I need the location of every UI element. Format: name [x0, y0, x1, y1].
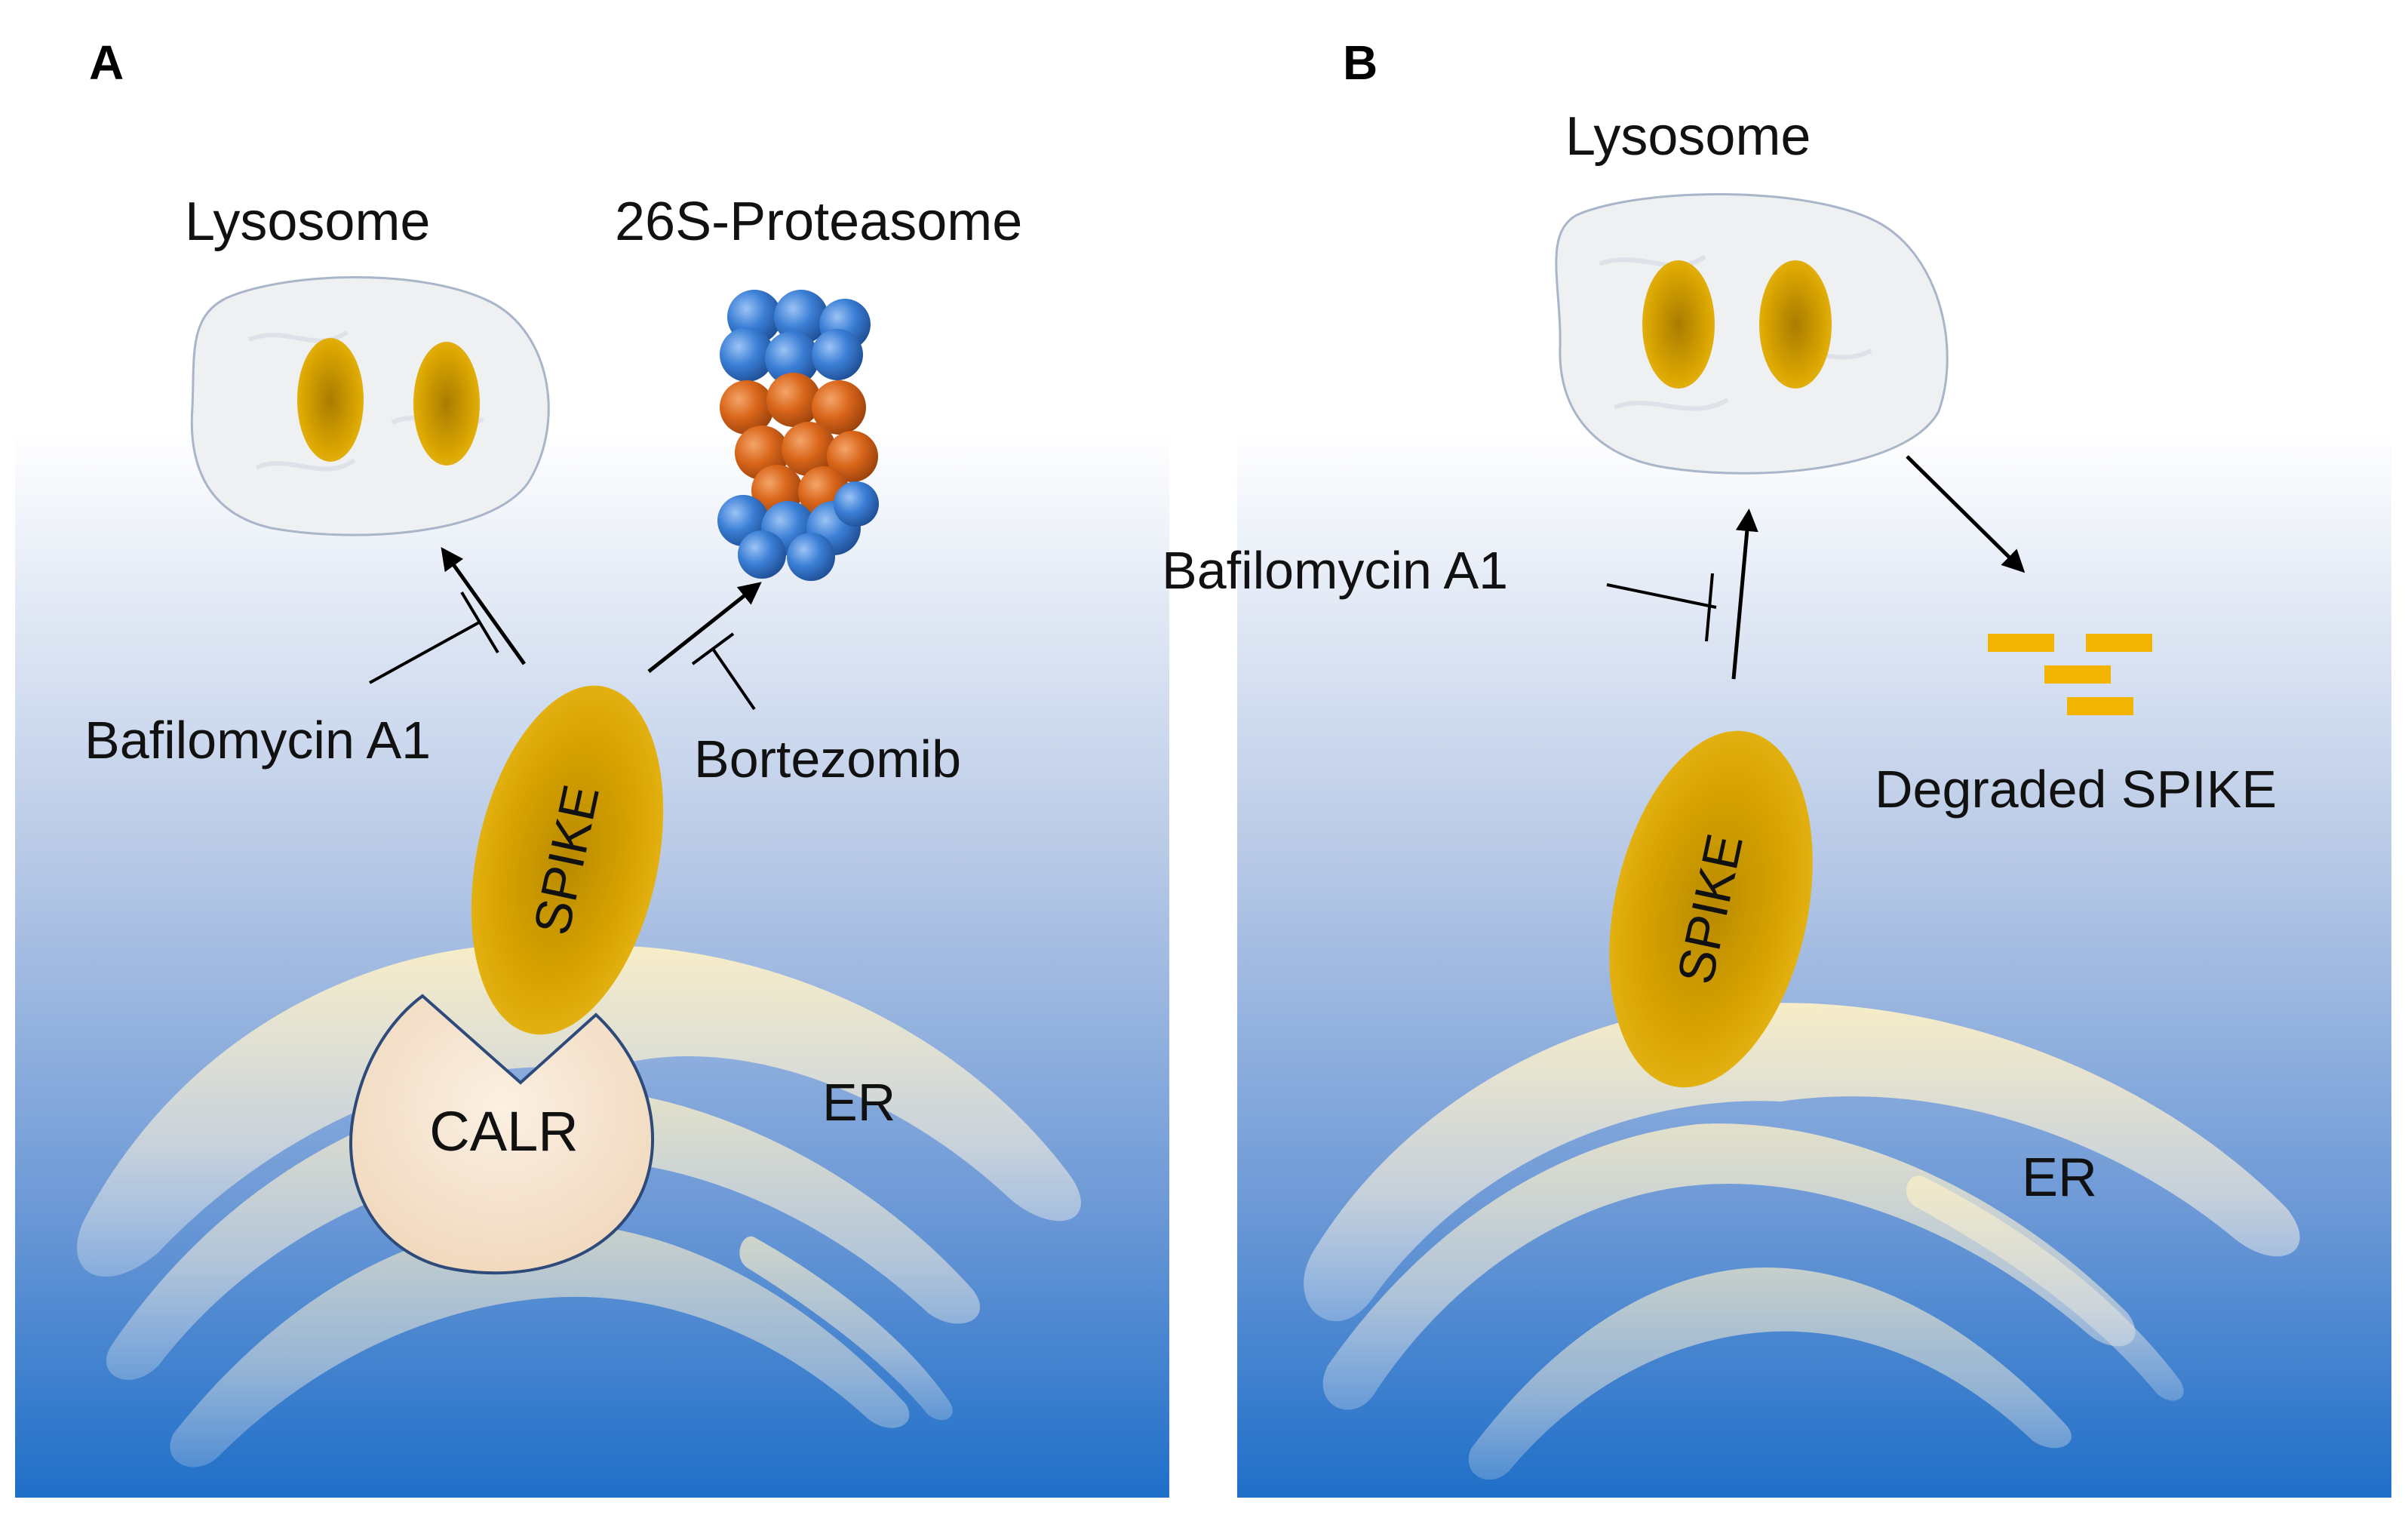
- panel-letter-a: A: [89, 35, 124, 90]
- calr-a: CALR: [349, 994, 654, 1275]
- er-label-b: ER: [2022, 1148, 2097, 1208]
- lysosome-b: Lysosome: [1555, 106, 1949, 475]
- er-label-a: ER: [822, 1073, 895, 1132]
- degraded-label-b: Degraded SPIKE: [1875, 760, 2277, 819]
- arrow-spike-to-proteasome-a: [647, 582, 762, 673]
- fragment-2: [2086, 634, 2152, 652]
- lysosome-a: Lysosome: [185, 192, 550, 536]
- proteasome-a: 26S-Proteasome: [615, 192, 1022, 581]
- spike-a: SPIKE: [471, 685, 664, 1035]
- bafilomycin-label-b: Bafilomycin A1: [1162, 541, 1508, 600]
- lysosome-enzyme-a2: [413, 342, 480, 466]
- panel-b: B ER Lysosome Bafilomycin A1: [1162, 35, 2300, 1480]
- panel-a: A ER Lysosome 26S-Proteasome: [77, 35, 1081, 1467]
- inhibition-bortezomib-a: [691, 632, 756, 711]
- lysosome-enzyme-a1: [297, 338, 364, 462]
- proteasome-particle: [717, 290, 879, 581]
- fragment-1: [1988, 634, 2054, 652]
- inhibition-bafilomycin-b: [1606, 573, 1717, 642]
- spike-b: SPIKE: [1609, 730, 1813, 1088]
- fragment-4: [2067, 697, 2133, 715]
- arrow-spike-to-lysosome-b: [1731, 509, 1758, 680]
- bafilomycin-label-a: Bafilomycin A1: [84, 711, 431, 770]
- proteasome-label-a: 26S-Proteasome: [615, 192, 1022, 252]
- degraded-fragments: [1988, 634, 2152, 715]
- arrow-lysosome-to-degraded-b: [1906, 455, 2026, 573]
- er-b: ER: [1304, 1003, 2300, 1480]
- arrow-spike-to-lysosome-a: [441, 547, 527, 665]
- inhibition-bafilomycin-a: [369, 591, 499, 684]
- lysosome-enzyme-b1: [1642, 260, 1715, 389]
- er-a: ER: [77, 944, 1081, 1467]
- panel-letter-b: B: [1343, 35, 1378, 90]
- calr-label-a: CALR: [429, 1100, 578, 1163]
- lysosome-enzyme-b2: [1759, 260, 1832, 389]
- bortezomib-label-a: Bortezomib: [694, 730, 961, 788]
- lysosome-label-a: Lysosome: [185, 192, 430, 252]
- lysosome-label-b: Lysosome: [1565, 106, 1811, 167]
- fragment-3: [2044, 665, 2111, 684]
